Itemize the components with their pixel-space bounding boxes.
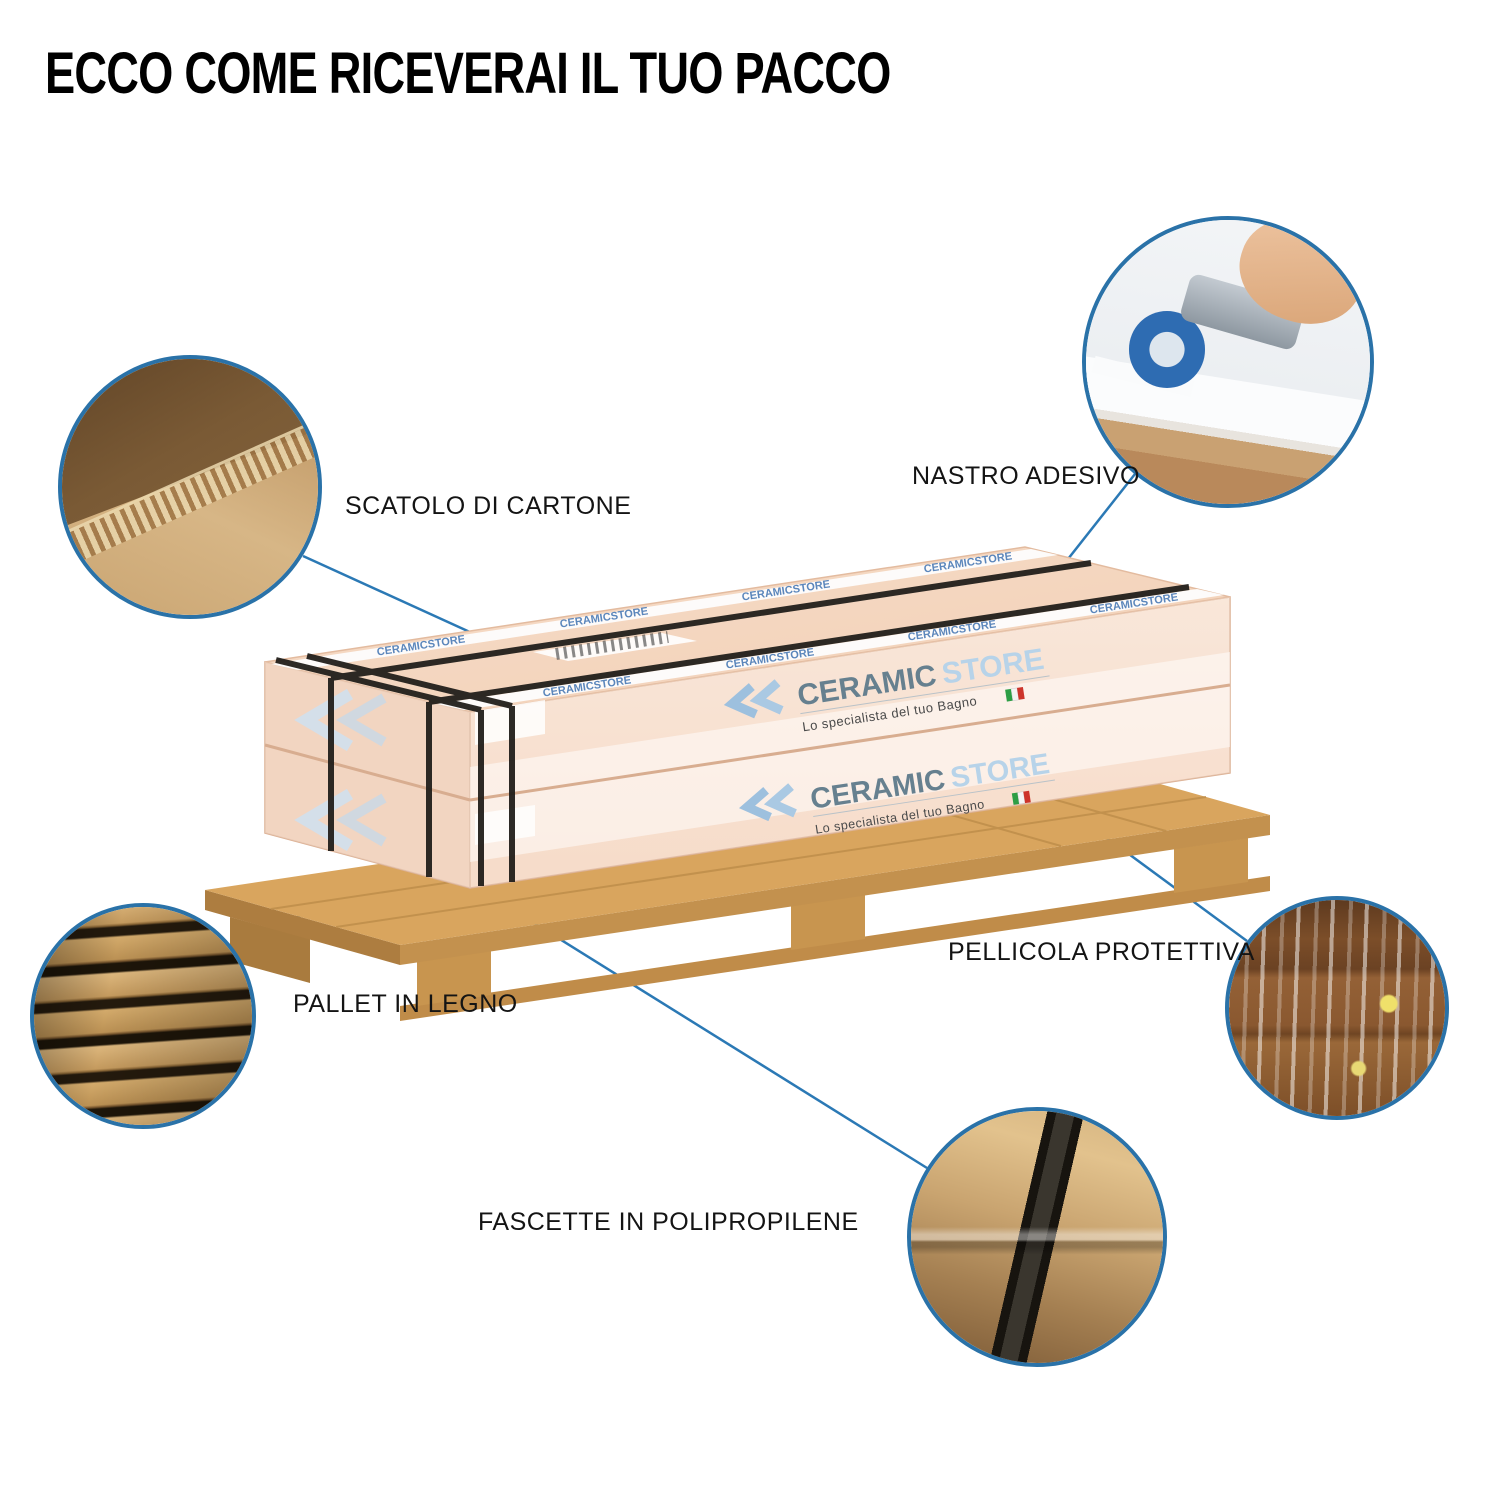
- photo-circle-pallet: [30, 903, 256, 1129]
- photo-circle-tape: [1082, 216, 1374, 508]
- tape-roll: [1128, 310, 1206, 388]
- label-protective-film: PELLICOLA PROTETTIVA: [948, 938, 1255, 966]
- tape-band: [437, 589, 1224, 710]
- page-title: ECCO COME RICEVERAI IL TUO PACCO: [45, 41, 891, 106]
- box-seam-front: [469, 683, 1231, 802]
- label-polypropylene-straps: FASCETTE IN POLIPROPILENE: [478, 1208, 859, 1236]
- strap-lines: [275, 560, 1190, 886]
- photo-circle-straps: [907, 1107, 1167, 1367]
- italian-flag-icon: [1005, 687, 1025, 702]
- pallet-deck-end: [205, 890, 400, 965]
- italian-flag-icon: [1011, 790, 1031, 805]
- cardboard-corner-photo: [62, 359, 318, 615]
- pallet-runner: [400, 876, 1270, 1021]
- photo-circle-film: [1225, 896, 1449, 1120]
- pallet-foot: [791, 895, 865, 950]
- shipping-label: [533, 631, 697, 661]
- pallet-deck-front: [400, 815, 1270, 965]
- ghost-chevrons: [294, 688, 387, 852]
- wooden-pallet-photo: [34, 907, 252, 1125]
- label-tab: [475, 805, 535, 845]
- photo-circle-cardboard: [58, 355, 322, 619]
- label-wooden-pallet: PALLET IN LEGNO: [293, 990, 518, 1018]
- line-cardboard: [302, 554, 473, 635]
- label-adhesive-tape: NASTRO ADESIVO: [912, 462, 1140, 490]
- tape-dispenser-photo: [1086, 220, 1370, 504]
- pallet-foot: [417, 951, 491, 1006]
- label-cardboard-box: SCATOLO DI CARTONE: [345, 492, 632, 520]
- pallet-foot: [1174, 838, 1248, 893]
- strap-corner-photo: [911, 1111, 1163, 1363]
- box-seam-end: [264, 743, 471, 802]
- package-boxes: CERAMICSTORE CERAMICSTORE CERAMICSTORE C…: [264, 546, 1231, 889]
- tape-band: [271, 549, 1058, 670]
- film-overlay-band: [470, 652, 1230, 862]
- shrink-wrap-photo: [1229, 900, 1445, 1116]
